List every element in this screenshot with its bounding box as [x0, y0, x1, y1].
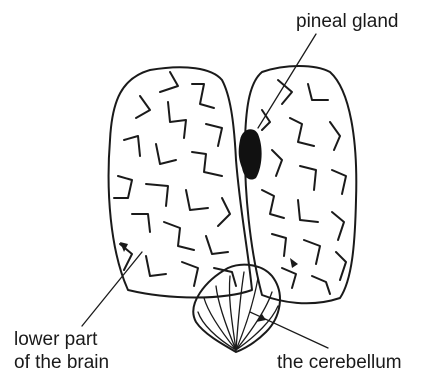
label-lower-part-line1: lower part — [14, 329, 97, 351]
left-hemisphere-folds — [114, 72, 236, 286]
label-cerebellum: the cerebellum — [277, 352, 402, 374]
arrow-icon — [290, 258, 298, 268]
left-hemisphere — [109, 67, 252, 297]
label-pineal-gland: pineal gland — [296, 11, 398, 33]
cerebellum-striations — [198, 272, 278, 350]
right-hemisphere-folds — [262, 80, 346, 294]
label-lower-part-line2: of the brain — [14, 352, 109, 374]
pineal-gland — [239, 129, 262, 179]
lower-part-leader-line — [82, 252, 142, 326]
pineal-leader-line — [258, 34, 316, 128]
